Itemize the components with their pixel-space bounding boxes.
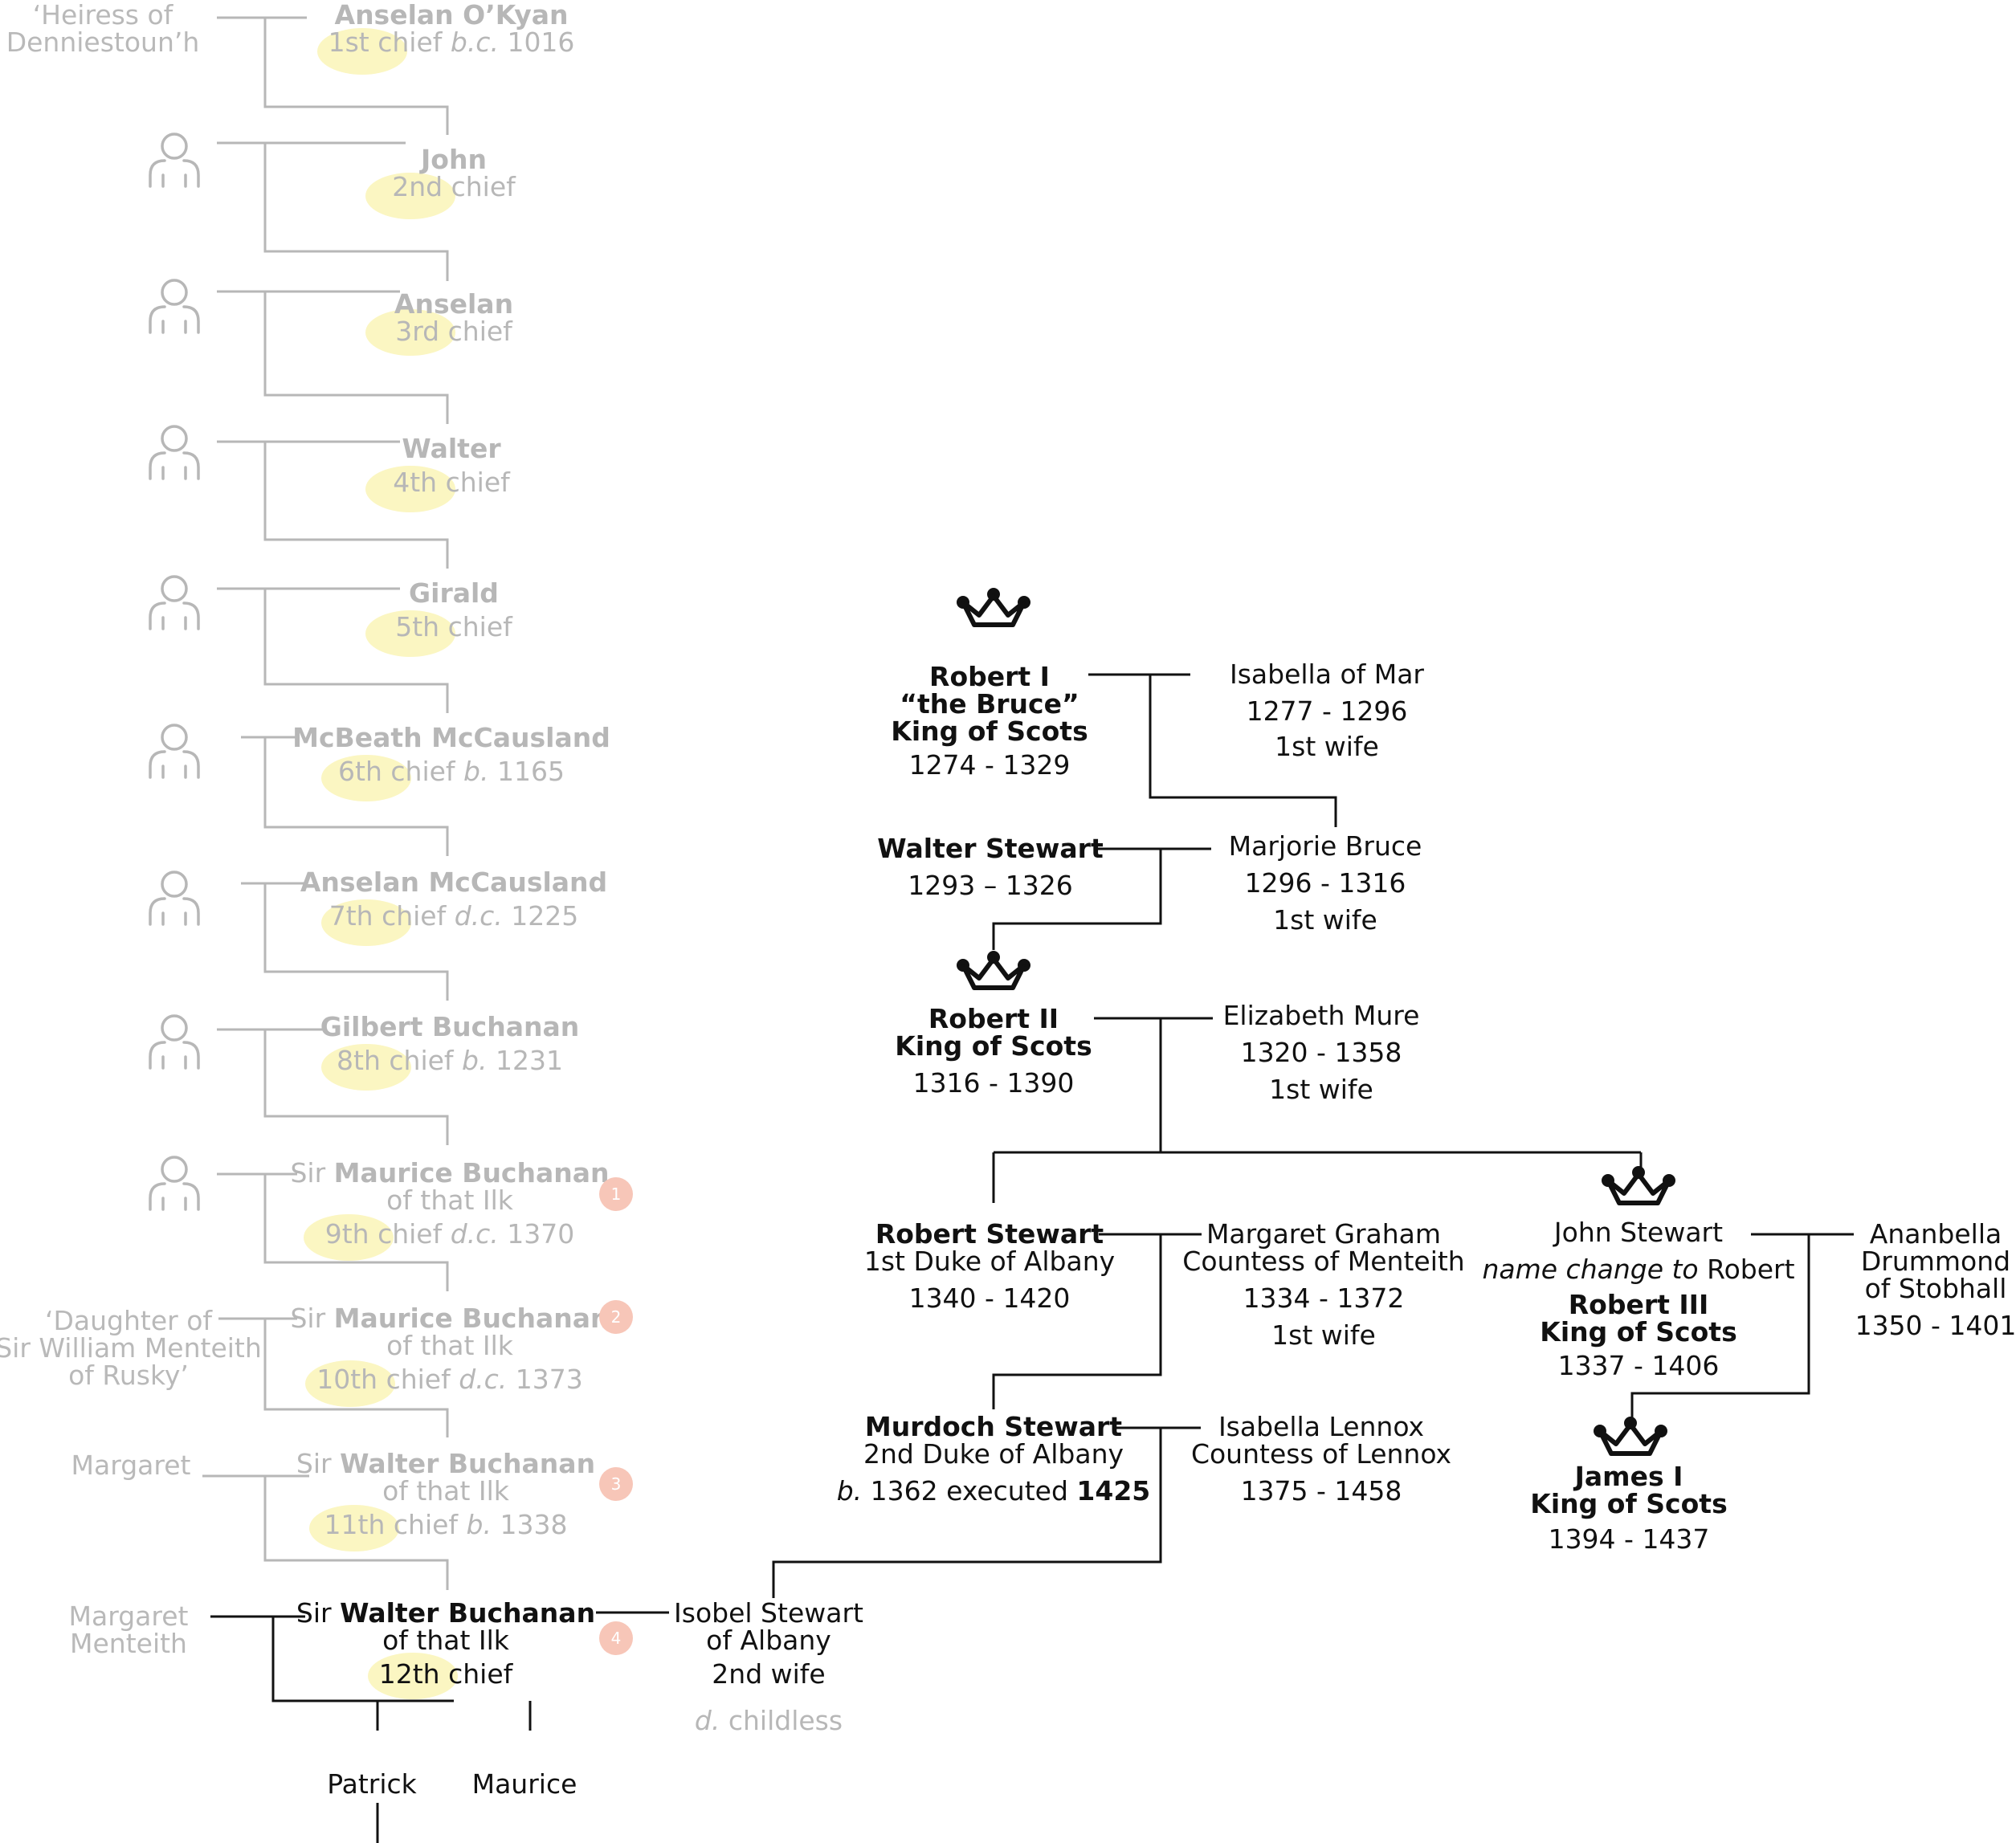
marriage-line-11 (202, 1474, 449, 1590)
footnote-badge: 1 (599, 1177, 633, 1211)
person-icon (149, 1014, 200, 1070)
john-stewart: John Stewart name change to Robert Rober… (1482, 1217, 1795, 1381)
marriage-line-5 (217, 587, 449, 713)
marriage-line-john (1630, 1233, 1854, 1417)
walter-stewart: Walter Stewart 1293 – 1326 (877, 833, 1104, 901)
chief-2: John 2nd chief (392, 144, 516, 202)
ananbella-drummond: Ananbella Drummond of Stobhall 1350 - 14… (1855, 1218, 2016, 1341)
marriage-line-1 (217, 16, 449, 135)
ordinal-highlight (365, 466, 455, 512)
isabella-of-mar: Isabella of Mar 1277 - 1296 1st wife (1229, 659, 1425, 762)
crown-icon (1602, 1166, 1675, 1205)
margaret-graham: Margaret Graham Countess of Menteith 133… (1182, 1218, 1465, 1351)
marriage-line-12 (210, 1615, 532, 1843)
chief-3: Anselan 3rd chief (394, 288, 514, 347)
footnote-badge: 4 (599, 1621, 633, 1655)
chief-1: Anselan O’Kyan 1st chief b.c. 1016 (328, 0, 575, 58)
person-icon (149, 133, 200, 188)
ordinal-highlight (365, 309, 455, 356)
ordinal-highlight (305, 1360, 395, 1407)
marriage-line-3 (217, 290, 449, 424)
footnote-badge: 3 (599, 1467, 633, 1501)
person-icons (149, 133, 200, 1211)
marriage-line-robert2 (992, 1017, 1643, 1203)
isobel-stewart: Isobel Stewart of Albany 2nd wife d. chi… (674, 1597, 863, 1736)
marriage-line-7 (241, 882, 449, 1001)
marriage-line-murdoch (772, 1426, 1201, 1598)
person-icon (149, 724, 200, 779)
chief-11: Sir Walter Buchanan of that Ilk 11th chi… (296, 1448, 596, 1540)
chief-7: Anselan McCausland 7th chief d.c. 1225 (300, 866, 608, 932)
marriage-line-8 (217, 1028, 449, 1145)
ordinal-highlight (321, 899, 411, 946)
crown-icon (1594, 1417, 1667, 1456)
marriage-line-2 (217, 141, 449, 281)
person-icon (149, 575, 200, 630)
marriage-line-robert1 (1088, 673, 1337, 827)
robert-ii: Robert II King of Scots 1316 - 1390 (895, 1003, 1092, 1099)
marriage-line-10 (218, 1317, 449, 1437)
spouse-margaret: Margaret (71, 1450, 191, 1481)
chief-4: Walter 4th chief (393, 433, 510, 498)
person-icon (149, 425, 200, 480)
marriage-line-4 (217, 440, 449, 569)
marjorie-bruce: Marjorie Bruce 1296 - 1316 1st wife (1228, 830, 1422, 936)
person-icon (149, 871, 200, 926)
elizabeth-mure: Elizabeth Mure 1320 - 1358 1st wife (1222, 1000, 1420, 1105)
james-i: James I King of Scots 1394 - 1437 (1530, 1461, 1728, 1555)
isabella-lennox: Isabella Lennox Countess of Lennox 1375 … (1190, 1411, 1452, 1507)
ordinal-highlight (317, 28, 407, 75)
robert-stewart-albany: Robert Stewart 1st Duke of Albany 1340 -… (863, 1218, 1116, 1314)
chief-8: Gilbert Buchanan 8th chief b. 1231 (320, 1011, 580, 1076)
robert-i: Robert I “the Bruce” King of Scots 1274 … (891, 661, 1088, 781)
ordinal-highlight (365, 173, 455, 219)
footnote-badge: 2 (599, 1300, 633, 1334)
crown-icon (957, 588, 1030, 627)
child-maurice: Maurice (471, 1768, 577, 1800)
ordinal-highlight (309, 1505, 399, 1551)
person-icon (149, 279, 200, 334)
chief-12: Sir Walter Buchanan of that Ilk 12th chi… (296, 1597, 596, 1690)
chief-10: Sir Maurice Buchanan of that Ilk 10th ch… (290, 1303, 610, 1395)
crown-icons (957, 588, 1675, 1456)
person-icon (149, 1156, 200, 1211)
marriage-line-6 (241, 736, 449, 856)
marriage-line-albany (992, 1233, 1202, 1409)
child-patrick: Patrick (327, 1768, 417, 1800)
marriage-line-walter (992, 847, 1211, 950)
ordinal-highlight (321, 755, 411, 801)
marriage-line-9 (217, 1172, 449, 1291)
chief-9: Sir Maurice Buchanan of that Ilk 9th chi… (290, 1157, 610, 1250)
ordinal-highlight (321, 1044, 411, 1091)
crown-icon (957, 951, 1030, 990)
ordinal-highlight (365, 610, 455, 657)
ordinal-highlight (304, 1214, 394, 1261)
chief-5: Girald 5th chief (395, 577, 512, 642)
chief-6: McBeath McCausland 6th chief b. 1165 (292, 722, 610, 787)
ordinal-highlight (368, 1653, 458, 1699)
murdoch-stewart: Murdoch Stewart 2nd Duke of Albany b. 13… (836, 1411, 1151, 1507)
